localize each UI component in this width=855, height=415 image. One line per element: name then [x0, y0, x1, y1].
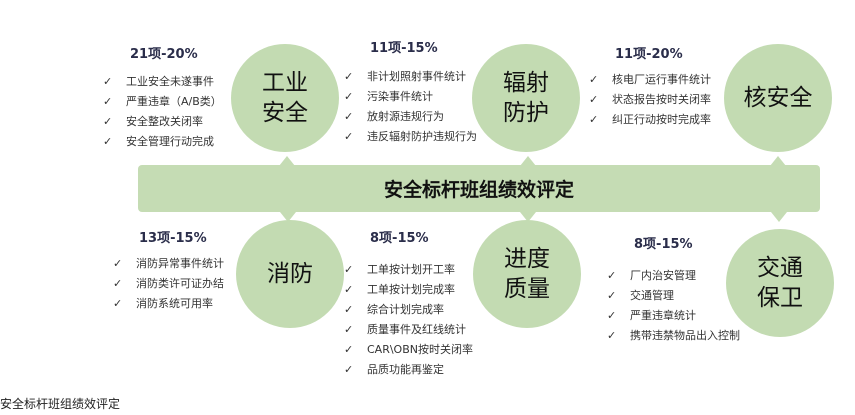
check-icon: ✓: [113, 257, 123, 270]
category-circle-radiation-protection: 辐射防护: [472, 44, 580, 152]
category-header: 21项-20%: [130, 47, 198, 62]
indicator-label: 放射源违规行为: [367, 110, 444, 123]
check-icon: ✓: [344, 110, 354, 123]
list-item: ✓ 工单按计划开工率: [344, 260, 473, 280]
category-circle-fire-protection: 消防: [236, 220, 344, 328]
list-item: ✓ 交通管理: [607, 286, 740, 306]
indicator-label: CAR\OBN按时关闭率: [367, 343, 473, 356]
indicator-label: 综合计划完成率: [367, 303, 444, 316]
category-circle-traffic-security: 交通保卫: [726, 229, 834, 337]
indicator-list: ✓ 工业安全未遂事件 ✓ 严重违章（A/B类） ✓ 安全整改关闭率 ✓ 安全管理行动完成: [103, 72, 222, 152]
list-item: ✓ 消防异常事件统计: [113, 254, 224, 274]
arrow-down-icon: [520, 212, 536, 222]
list-item: ✓ 消防系统可用率: [113, 294, 224, 314]
figure-caption: 安全标杆班组绩效评定: [0, 397, 121, 411]
indicator-label: 品质功能再鉴定: [367, 363, 444, 376]
category-header: 11项-20%: [615, 47, 683, 62]
indicator-label: 安全管理行动完成: [126, 135, 214, 148]
indicator-label: 状态报告按时关闭率: [612, 93, 711, 106]
check-icon: ✓: [607, 309, 617, 322]
check-icon: ✓: [589, 73, 599, 86]
list-item: ✓ 状态报告按时关闭率: [589, 90, 711, 110]
check-icon: ✓: [344, 303, 354, 316]
indicator-label: 核电厂运行事件统计: [612, 73, 711, 86]
indicator-label: 消防系统可用率: [136, 297, 213, 310]
list-item: ✓ 综合计划完成率: [344, 300, 473, 320]
list-item: ✓ 纠正行动按时完成率: [589, 110, 711, 130]
check-icon: ✓: [589, 93, 599, 106]
list-item: ✓ CAR\OBN按时关闭率: [344, 340, 473, 360]
indicator-list: ✓ 工单按计划开工率 ✓ 工单按计划完成率 ✓ 综合计划完成率 ✓ 质量事件及红线统计 ✓ CAR…: [344, 260, 473, 380]
indicator-label: 质量事件及红线统计: [367, 323, 466, 336]
indicator-label: 消防类许可证办结: [136, 277, 224, 290]
list-item: ✓ 安全管理行动完成: [103, 132, 222, 152]
banner-title: 安全标杆班组绩效评定: [138, 165, 820, 212]
check-icon: ✓: [344, 90, 354, 103]
arrow-up-icon: [770, 156, 786, 166]
category-header: 8项-15%: [634, 237, 693, 252]
list-item: ✓ 工业安全未遂事件: [103, 72, 222, 92]
check-icon: ✓: [607, 269, 617, 282]
indicator-label: 消防异常事件统计: [136, 257, 224, 270]
check-icon: ✓: [103, 135, 113, 148]
check-icon: ✓: [103, 75, 113, 88]
indicator-label: 严重违章统计: [630, 309, 696, 322]
list-item: ✓ 非计划照射事件统计: [344, 67, 477, 87]
arrow-down-icon: [280, 212, 296, 222]
check-icon: ✓: [344, 283, 354, 296]
category-header: 11项-15%: [370, 41, 438, 56]
arrow-up-icon: [279, 156, 295, 166]
category-header: 8项-15%: [370, 231, 429, 246]
check-icon: ✓: [344, 363, 354, 376]
list-item: ✓ 严重违章（A/B类）: [103, 92, 222, 112]
list-item: ✓ 污染事件统计: [344, 87, 477, 107]
indicator-label: 工单按计划开工率: [367, 263, 455, 276]
list-item: ✓ 安全整改关闭率: [103, 112, 222, 132]
check-icon: ✓: [589, 113, 599, 126]
check-icon: ✓: [344, 70, 354, 83]
list-item: ✓ 放射源违规行为: [344, 107, 477, 127]
check-icon: ✓: [344, 343, 354, 356]
category-circle-industrial-safety: 工业安全: [231, 44, 339, 152]
check-icon: ✓: [344, 130, 354, 143]
check-icon: ✓: [607, 289, 617, 302]
indicator-list: ✓ 非计划照射事件统计 ✓ 污染事件统计 ✓ 放射源违规行为 ✓ 违反辐射防护违规行为: [344, 67, 477, 147]
list-item: ✓ 工单按计划完成率: [344, 280, 473, 300]
check-icon: ✓: [344, 323, 354, 336]
indicator-label: 携带违禁物品出入控制: [630, 329, 740, 342]
check-icon: ✓: [103, 95, 113, 108]
arrow-down-icon: [771, 212, 787, 222]
check-icon: ✓: [344, 263, 354, 276]
indicator-label: 严重违章（A/B类）: [126, 95, 222, 108]
indicator-label: 污染事件统计: [367, 90, 433, 103]
indicator-label: 纠正行动按时完成率: [612, 113, 711, 126]
list-item: ✓ 质量事件及红线统计: [344, 320, 473, 340]
indicator-label: 交通管理: [630, 289, 674, 302]
indicator-list: ✓ 核电厂运行事件统计 ✓ 状态报告按时关闭率 ✓ 纠正行动按时完成率: [589, 70, 711, 130]
indicator-label: 违反辐射防护违规行为: [367, 130, 477, 143]
indicator-label: 安全整改关闭率: [126, 115, 203, 128]
indicator-label: 非计划照射事件统计: [367, 70, 466, 83]
indicator-label: 工单按计划完成率: [367, 283, 455, 296]
category-header: 13项-15%: [139, 231, 207, 246]
check-icon: ✓: [113, 277, 123, 290]
category-circle-nuclear-safety: 核安全: [724, 44, 832, 152]
list-item: ✓ 品质功能再鉴定: [344, 360, 473, 380]
list-item: ✓ 消防类许可证办结: [113, 274, 224, 294]
list-item: ✓ 携带违禁物品出入控制: [607, 326, 740, 346]
indicator-label: 厂内治安管理: [630, 269, 696, 282]
indicator-list: ✓ 厂内治安管理 ✓ 交通管理 ✓ 严重违章统计 ✓ 携带违禁物品出入控制: [607, 266, 740, 346]
list-item: ✓ 核电厂运行事件统计: [589, 70, 711, 90]
check-icon: ✓: [113, 297, 123, 310]
check-icon: ✓: [103, 115, 113, 128]
list-item: ✓ 严重违章统计: [607, 306, 740, 326]
arrow-up-icon: [520, 156, 536, 166]
indicator-label: 工业安全未遂事件: [126, 75, 214, 88]
check-icon: ✓: [607, 329, 617, 342]
category-circle-schedule-quality: 进度质量: [473, 220, 581, 328]
list-item: ✓ 违反辐射防护违规行为: [344, 127, 477, 147]
indicator-list: ✓ 消防异常事件统计 ✓ 消防类许可证办结 ✓ 消防系统可用率: [113, 254, 224, 314]
list-item: ✓ 厂内治安管理: [607, 266, 740, 286]
